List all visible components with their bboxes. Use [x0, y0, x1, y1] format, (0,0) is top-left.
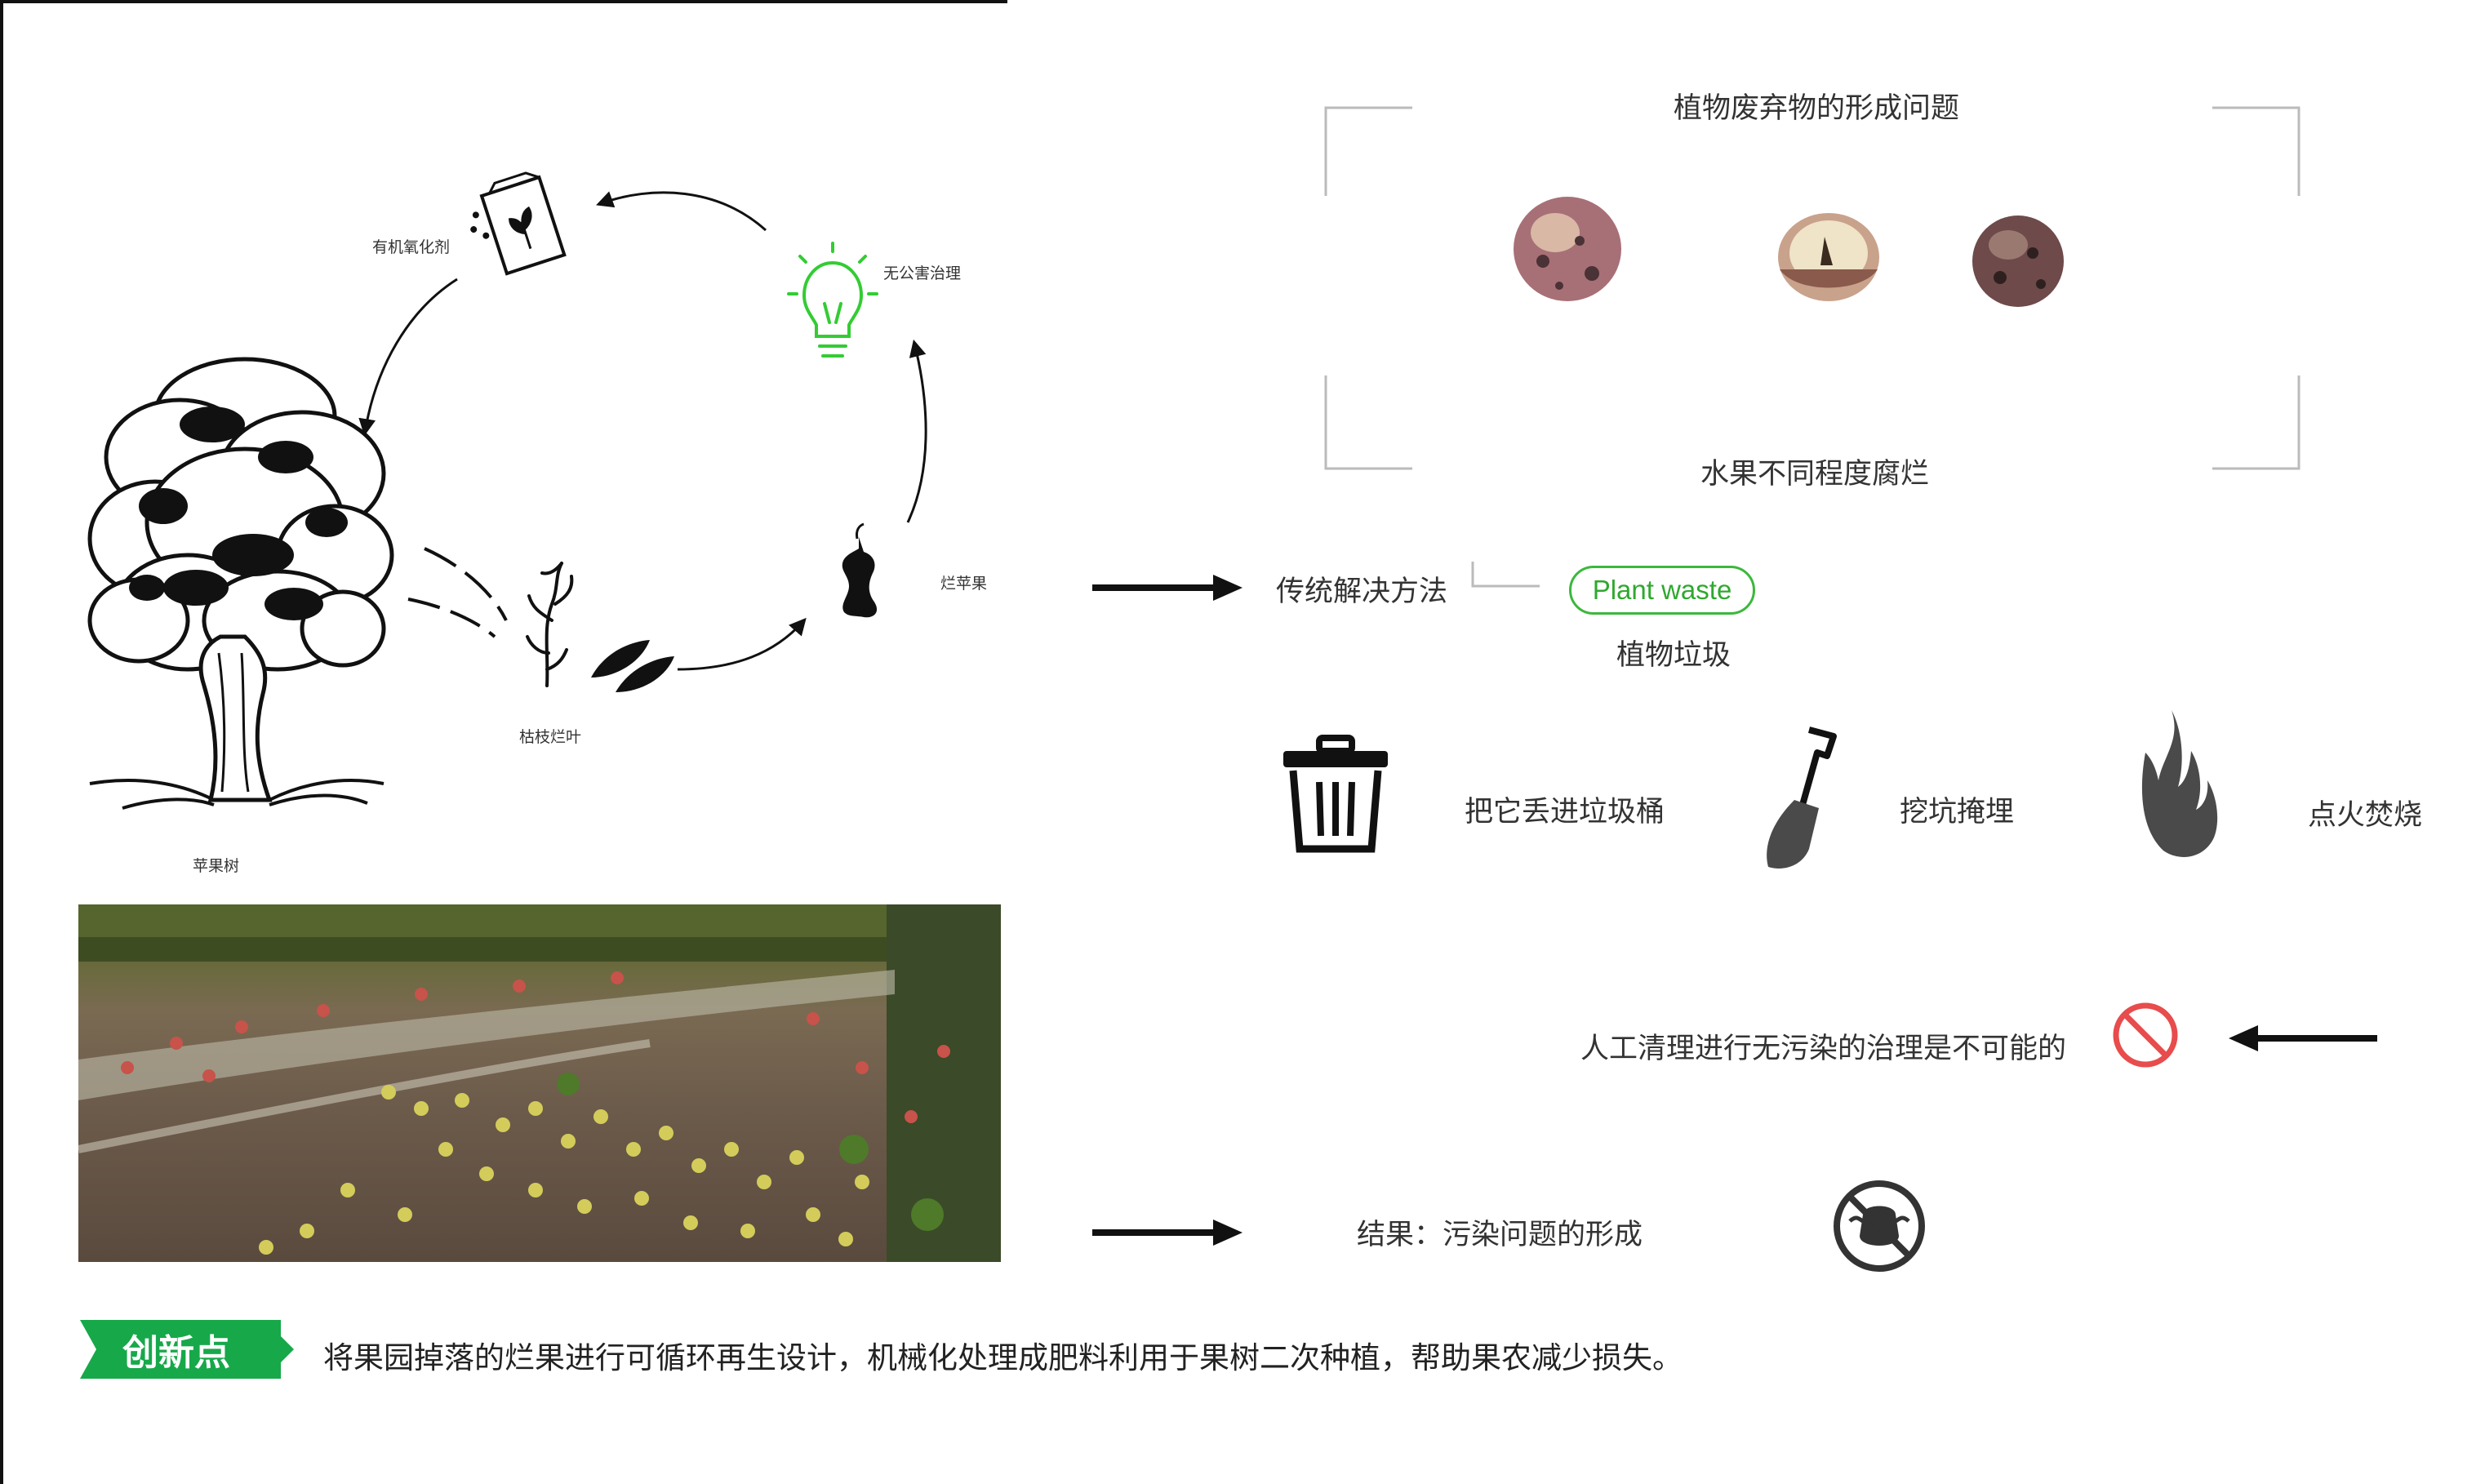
arrow-from-right — [2229, 1025, 2377, 1051]
leaves-icon — [591, 640, 674, 692]
arrow-leaves-to-apple — [677, 617, 807, 671]
rotten-apple-photo-2 — [1778, 213, 1879, 301]
rotten-apple-photo-1 — [1514, 197, 1621, 301]
rotten-apple-photo-3 — [1972, 215, 2064, 307]
innovation-text: 将果园掉落的烂果进行可循环再生设计，机械化处理成肥料利用于果树二次种植，帮助果农… — [323, 1340, 1683, 1375]
impossible-label: 人工清理进行无污染的治理是不可能的 — [1580, 1033, 2067, 1065]
apple-core-icon — [842, 522, 878, 618]
plant-waste-cn: 植物垃圾 — [1616, 639, 1731, 672]
method-label-bury: 挖坑掩埋 — [1900, 796, 2015, 829]
left-border — [0, 0, 3, 1484]
plant-waste-tag: Plant waste — [1569, 566, 1755, 615]
shovel-icon — [1767, 726, 1837, 869]
method-label-burn: 点火焚烧 — [2308, 799, 2423, 832]
top-border — [0, 0, 1007, 3]
rotten-apple-label: 烂苹果 — [940, 575, 988, 593]
innovation-badge-text: 创新点 — [122, 1332, 230, 1374]
lightbulb-icon — [787, 242, 878, 358]
cycle-diagram — [87, 171, 927, 810]
motion-dash-1 — [424, 547, 508, 621]
branches-label: 枯枝烂叶 — [519, 728, 582, 746]
problem-frame — [1324, 106, 2301, 470]
traditional-label: 传统解决方法 — [1276, 575, 1448, 608]
tree-label: 苹果树 — [193, 857, 240, 875]
orchard-photo — [78, 904, 1001, 1262]
trash-can-icon — [1283, 735, 1388, 853]
prohibited-icon — [2113, 1002, 2178, 1068]
method-label-trash: 把它丢进垃圾桶 — [1465, 796, 1665, 829]
arrow-to-traditional — [1092, 575, 1242, 601]
harmless-label: 无公害治理 — [883, 264, 962, 282]
problem-subtitle: 水果不同程度腐烂 — [1700, 458, 1930, 491]
dead-branch-icon — [526, 562, 574, 687]
arrow-harmless-to-fertilizer — [596, 191, 767, 232]
apple-tree-illustration — [87, 357, 394, 810]
arrow-to-result — [1092, 1220, 1242, 1246]
fertilizer-bag-icon — [470, 171, 567, 276]
fertilizer-label: 有机氧化剂 — [372, 238, 451, 256]
fire-icon — [2141, 710, 2218, 857]
arrow-fertilizer-to-tree — [358, 278, 458, 437]
motion-dash-2 — [407, 598, 496, 638]
connector-line — [1471, 562, 1540, 588]
arrow-apple-to-harmless — [906, 339, 927, 523]
problem-title: 植物废弃物的形成问题 — [1674, 92, 1960, 125]
innovation-badge — [80, 1320, 294, 1379]
no-mask-pollution-icon — [1834, 1180, 1925, 1272]
result-label: 结果：污染问题的形成 — [1357, 1219, 1643, 1251]
